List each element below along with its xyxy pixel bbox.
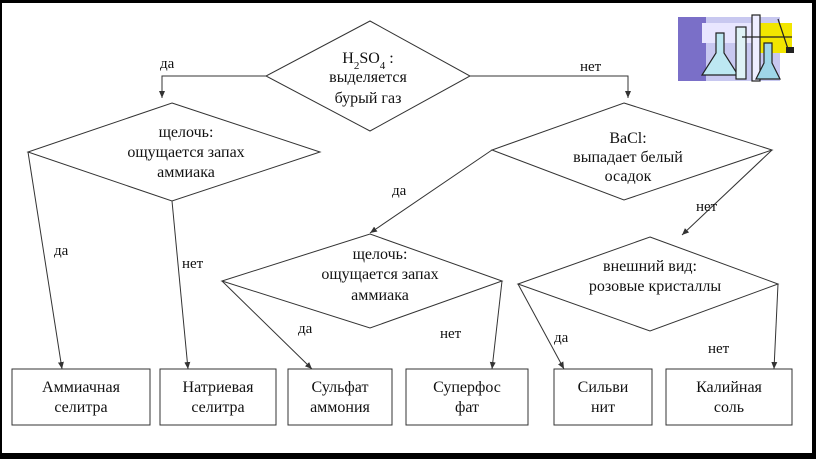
result-line-1: Сильви	[578, 379, 629, 396]
mid-line-3: аммиака	[351, 287, 409, 304]
flowchart: H2SO4 : выделяется бурый газ да нет щело…	[11, 14, 794, 426]
edge-left-yes	[27, 151, 64, 370]
root-formula: H2SO4 :	[342, 50, 393, 72]
result-line-1: Суперфос	[433, 379, 501, 396]
decision-left: щелочь: ощущается запах аммиака	[26, 102, 322, 202]
root-line-3: бурый газ	[335, 90, 402, 107]
result-line-2: аммония	[310, 399, 370, 416]
root-line-2: выделяется	[329, 69, 407, 86]
result-line-2: селитра	[54, 399, 107, 416]
edge-label-root-yes: да	[160, 56, 175, 72]
edge-label-mid-no: нет	[440, 326, 462, 342]
mid-line-2: ощущается запах	[321, 266, 438, 283]
result-box: Сильви нит	[553, 368, 653, 426]
edge-right-yes	[517, 283, 565, 370]
left-line-1: щелочь:	[159, 124, 214, 141]
decision-root: H2SO4 : выделяется бурый газ	[264, 20, 472, 132]
decision-bacl: BaCl: выпадает белый осадок	[490, 102, 774, 201]
result-box: Сульфат аммония	[287, 368, 393, 426]
edge-label-left-no: нет	[182, 256, 204, 272]
edge-label-bacl-yes: да	[392, 183, 407, 199]
bacl-line-3: осадок	[605, 168, 652, 185]
result-line-2: соль	[714, 399, 744, 416]
bacl-line-1: BaCl:	[609, 130, 646, 147]
edge-root-no	[470, 75, 631, 98]
edge-right-no	[771, 283, 779, 370]
result-box: Натриевая селитра	[159, 368, 277, 426]
edge-root-yes	[159, 75, 266, 98]
edge-label-right-no: нет	[708, 341, 730, 357]
result-line-1: Аммиачная	[42, 379, 121, 396]
result-line-2: селитра	[191, 399, 244, 416]
right-line-2: розовые кристаллы	[589, 278, 721, 295]
edge-bacl-yes	[369, 149, 493, 234]
edge-mid-no	[489, 280, 503, 370]
left-line-2: ощущается запах	[127, 144, 244, 161]
mid-line-1: щелочь:	[353, 246, 408, 263]
result-line-1: Калийная	[696, 379, 762, 396]
edge-bacl-no	[681, 149, 773, 236]
edge-label-root-no: нет	[580, 59, 602, 75]
bacl-line-2: выпадает белый	[573, 149, 683, 166]
result-box: Калийная соль	[665, 368, 793, 426]
right-line-1: внешний вид:	[603, 258, 697, 275]
result-line-1: Натриевая	[183, 379, 255, 396]
edge-label-right-yes: да	[554, 330, 569, 346]
decision-right: внешний вид: розовые кристаллы	[516, 236, 780, 332]
chemistry-lab-glassware-icon	[678, 14, 794, 82]
edge-mid-yes	[221, 280, 313, 370]
edge-label-mid-yes: да	[298, 321, 313, 337]
result-box: Суперфос фат	[405, 368, 529, 426]
result-line-2: нит	[591, 399, 615, 416]
result-line-1: Сульфат	[312, 379, 369, 396]
result-box: Аммиачная селитра	[11, 368, 151, 426]
slide: H2SO4 : выделяется бурый газ да нет щело…	[2, 3, 812, 453]
result-line-2: фат	[455, 399, 479, 416]
edge-label-left-yes: да	[54, 243, 69, 259]
decision-middle: щелочь: ощущается запах аммиака	[220, 233, 504, 329]
edge-label-bacl-no: нет	[696, 199, 718, 215]
left-line-3: аммиака	[157, 164, 215, 181]
edge-left-no	[171, 200, 191, 370]
